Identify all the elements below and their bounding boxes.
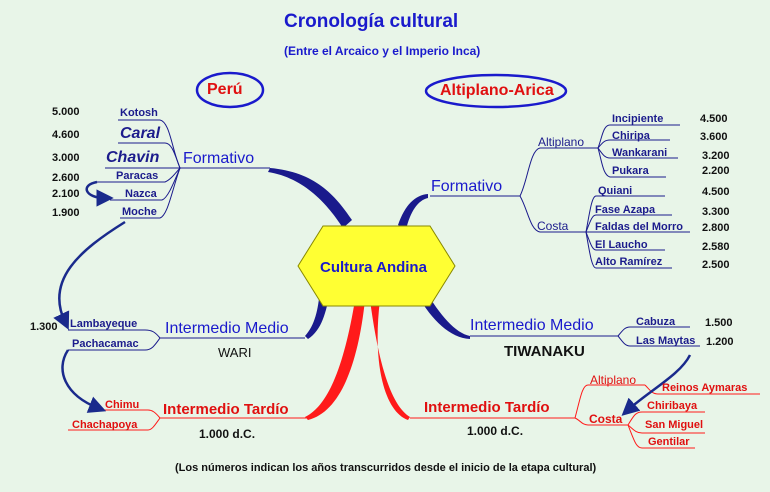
alt-intermedio-medio-sub: TIWANAKU	[504, 343, 585, 360]
alt-group-altiplano: Altiplano	[538, 135, 585, 149]
peru-intermedio-tardio-date: 1.000 d.C.	[199, 427, 256, 441]
item-chachapoya: Chachapoya	[72, 419, 138, 431]
item-san-miguel: San Miguel	[645, 419, 704, 431]
year-moche: 1.900	[52, 207, 80, 219]
year-alto-ramirez: 2.500	[702, 259, 730, 271]
item-faldas-del-morro: Faldas del Morro	[595, 221, 684, 233]
peru-circle	[195, 71, 265, 109]
item-las-maytas: Las Maytas	[636, 335, 696, 347]
branch-peru-formativo	[268, 168, 352, 228]
peru-label: Perú	[207, 81, 243, 98]
item-chiribaya: Chiribaya	[647, 400, 698, 412]
year-faldas-del-morro: 2.800	[702, 222, 730, 234]
item-incipiente: Incipiente	[612, 113, 664, 125]
center-hexagon	[297, 225, 456, 307]
alt-it-connectors	[574, 384, 760, 449]
item-el-laucho: El Laucho	[595, 239, 648, 251]
item-wankarani: Wankarani	[612, 147, 668, 159]
item-chavin: Chavin	[106, 149, 160, 166]
item-reinos-aymaras: Reinos Aymaras	[662, 382, 748, 394]
year-pukara: 2.200	[702, 165, 730, 177]
arrows	[53, 180, 692, 416]
year-chavin: 3.000	[52, 152, 80, 164]
alt-formativo-connectors	[519, 124, 690, 269]
year-kotosh: 5.000	[52, 106, 80, 118]
year-chiripa: 3.600	[700, 131, 728, 143]
peru-formativo-label: Formativo	[183, 150, 255, 167]
item-gentilar: Gentilar	[648, 436, 690, 448]
peru-im-connectors	[68, 329, 161, 351]
item-cabuza: Cabuza	[636, 316, 676, 328]
item-pachacamac: Pachacamac	[72, 338, 139, 350]
peru-intermedio-medio-label: Intermedio Medio	[165, 320, 289, 337]
year-wankarani: 3.200	[702, 150, 730, 162]
page-title: Cronología cultural	[284, 11, 459, 32]
alt-intermedio-medio-label: Intermedio Medio	[470, 317, 594, 334]
center-label: Cultura Andina	[320, 259, 427, 276]
peru-intermedio-tardio-label: Intermedio Tardío	[163, 401, 289, 418]
altiplano-label: Altiplano-Arica	[440, 82, 554, 99]
peru-formativo-connectors	[97, 119, 181, 219]
item-chimu: Chimu	[105, 399, 140, 411]
item-alto-ramirez: Alto Ramírez	[595, 256, 663, 268]
year-caral: 4.600	[52, 129, 80, 141]
alt-intermedio-tardio-label: Intermedio Tardío	[424, 399, 550, 416]
year-fase-azapa: 3.300	[702, 206, 730, 218]
item-pukara: Pukara	[612, 165, 649, 177]
item-quiani: Quiani	[598, 185, 633, 197]
item-nazca: Nazca	[125, 188, 157, 200]
alt-group-costa: Costa	[537, 219, 569, 233]
year-quiani: 4.500	[702, 186, 730, 198]
item-moche: Moche	[122, 206, 157, 218]
alt-it-group-altiplano: Altiplano	[590, 373, 637, 387]
item-fase-azapa: Fase Azapa	[595, 204, 656, 216]
year-paracas: 2.600	[52, 172, 80, 184]
peru-intermedio-medio-sub: WARI	[218, 345, 252, 360]
year-lambayeque: 1.300	[30, 321, 58, 333]
year-las-maytas: 1.200	[706, 336, 734, 348]
item-lambayeque: Lambayeque	[70, 318, 138, 330]
year-nazca: 2.100	[52, 188, 80, 200]
item-chiripa: Chiripa	[612, 130, 650, 142]
branch-peru-intermedio-tardio	[305, 300, 365, 420]
footnote: (Los números indican los años transcurri…	[175, 462, 597, 474]
altiplano-circle	[424, 73, 568, 109]
page-subtitle: (Entre el Arcaico y el Imperio Inca)	[284, 44, 481, 58]
peru-it-connectors	[68, 409, 161, 431]
item-kotosh: Kotosh	[120, 107, 158, 119]
year-cabuza: 1.500	[705, 317, 733, 329]
branch-alt-intermedio-tardio	[370, 300, 410, 420]
branch-alt-formativo	[398, 194, 428, 230]
item-paracas: Paracas	[116, 170, 159, 182]
year-incipiente: 4.500	[700, 113, 728, 125]
alt-im-connectors	[617, 326, 700, 347]
alt-formativo-label: Formativo	[431, 178, 503, 195]
year-el-laucho: 2.580	[702, 241, 730, 253]
item-caral: Caral	[120, 125, 161, 142]
alt-intermedio-tardio-date: 1.000 d.C.	[467, 424, 524, 438]
alt-it-group-costa: Costa	[589, 412, 623, 426]
